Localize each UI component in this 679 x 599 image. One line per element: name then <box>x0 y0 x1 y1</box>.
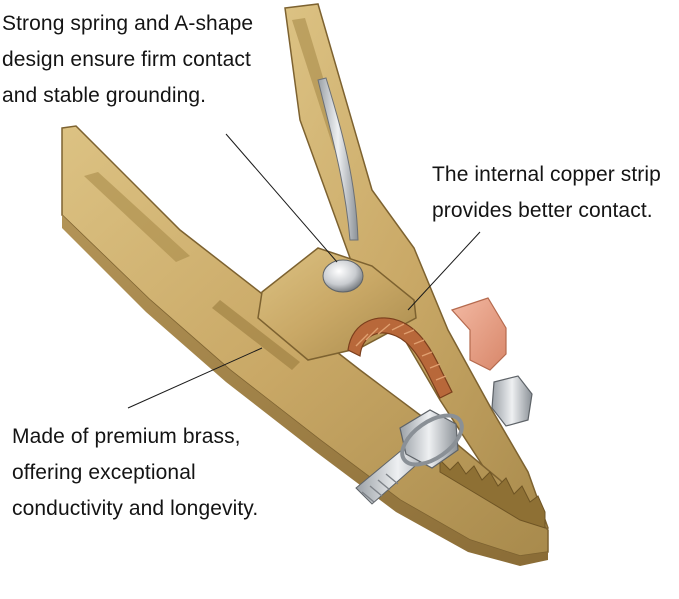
callout-brass-line-3: conductivity and longevity. <box>12 497 259 520</box>
rivet <box>322 259 364 293</box>
copper-braid-strands <box>355 323 447 381</box>
copper-clip <box>450 297 507 371</box>
bolt-thread <box>361 473 399 503</box>
hex-nut-right <box>491 375 533 427</box>
callout-spring-line-3: and stable grounding. <box>2 84 207 107</box>
lower-jaw-slot <box>212 300 300 370</box>
lower-jaw-groove <box>84 172 190 262</box>
leader-line-spring <box>225 133 338 263</box>
callout-copper-line-2: provides better contact. <box>432 199 653 222</box>
copper-braid <box>347 317 453 399</box>
leader-line-brass <box>127 347 263 409</box>
callout-spring-line-1: Strong spring and A-shape <box>2 12 254 35</box>
callout-brass: Made of premium brass, offering exceptio… <box>12 419 258 527</box>
callout-spring: Strong spring and A-shape design ensure … <box>2 6 253 114</box>
leader-line-copper <box>407 231 481 311</box>
callout-spring-line-2: design ensure firm contact <box>2 48 251 71</box>
callout-brass-line-2: offering exceptional <box>12 461 196 484</box>
callout-copper-line-1: The internal copper strip <box>432 163 661 186</box>
jaw-teeth <box>439 458 546 529</box>
spring <box>317 77 359 241</box>
callout-brass-line-1: Made of premium brass, <box>12 425 241 448</box>
callout-copper-strip: The internal copper strip provides bette… <box>432 157 661 229</box>
washer <box>400 413 464 467</box>
